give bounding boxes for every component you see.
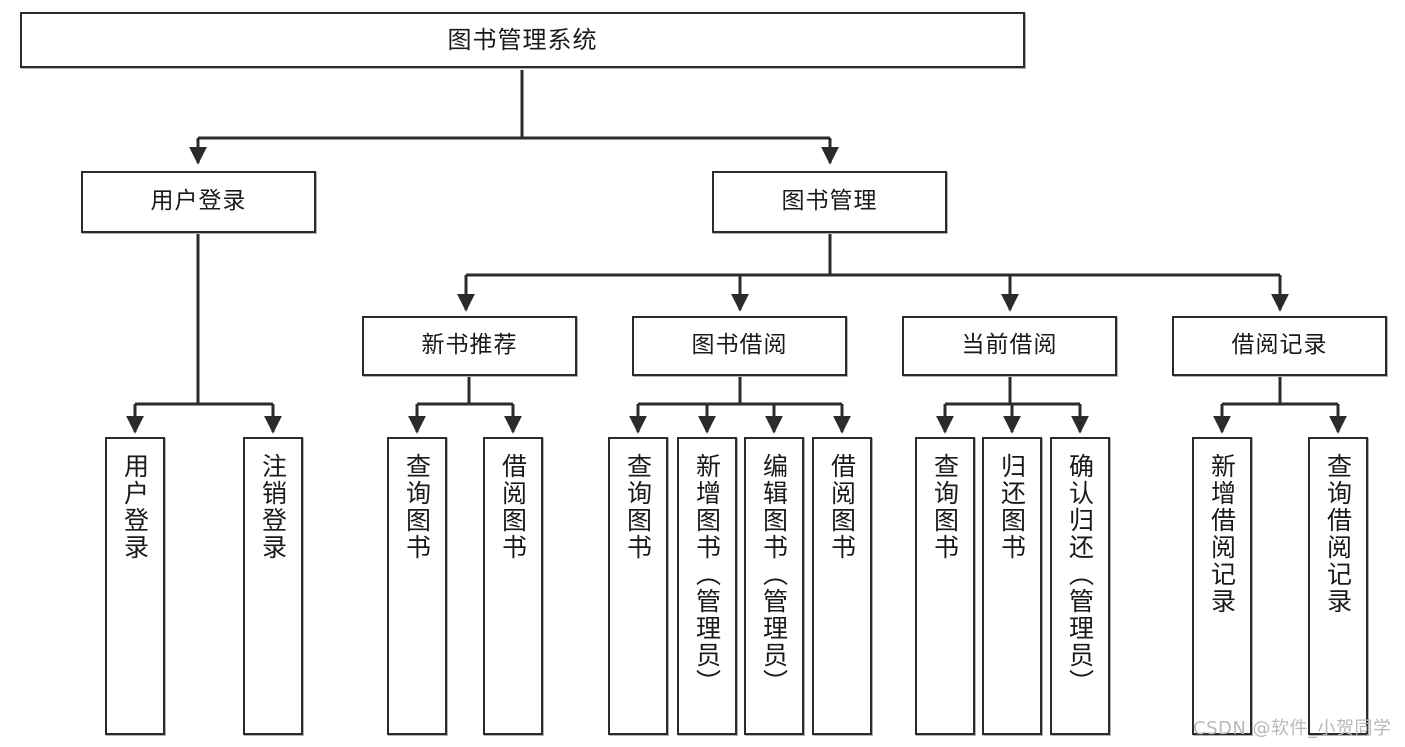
node-label: 查询图书 bbox=[402, 453, 432, 561]
node-book-manage[interactable]: 图书管理 bbox=[712, 171, 947, 233]
leaf-borrow-book-2[interactable]: 借阅图书 bbox=[812, 437, 872, 735]
leaf-query-book-2[interactable]: 查询图书 bbox=[608, 437, 668, 735]
node-label: 图书管理 bbox=[781, 188, 878, 215]
node-label: 注销登录 bbox=[258, 453, 288, 561]
node-label: 图书借阅 bbox=[691, 332, 788, 359]
node-label: 查询借阅记录 bbox=[1323, 453, 1353, 615]
leaf-query-book-1[interactable]: 查询图书 bbox=[387, 437, 447, 735]
leaf-query-record[interactable]: 查询借阅记录 bbox=[1308, 437, 1368, 735]
node-label: 新书推荐 bbox=[421, 332, 518, 359]
node-current-borrow[interactable]: 当前借阅 bbox=[902, 316, 1117, 376]
node-new-book-recommend[interactable]: 新书推荐 bbox=[362, 316, 577, 376]
node-label: 当前借阅 bbox=[961, 332, 1058, 359]
node-label: 确认归还（管理员） bbox=[1065, 453, 1095, 696]
node-label: 新增图书（管理员） bbox=[692, 453, 722, 696]
node-label: 借阅图书 bbox=[498, 453, 528, 561]
node-label: 查询图书 bbox=[623, 453, 653, 561]
leaf-add-book[interactable]: 新增图书（管理员） bbox=[677, 437, 737, 735]
node-label: 借阅图书 bbox=[827, 453, 857, 561]
leaf-add-record[interactable]: 新增借阅记录 bbox=[1192, 437, 1252, 735]
node-label: 借阅记录 bbox=[1231, 332, 1328, 359]
leaf-user-login[interactable]: 用户登录 bbox=[105, 437, 165, 735]
node-root-system[interactable]: 图书管理系统 bbox=[20, 12, 1025, 68]
node-label: 图书管理系统 bbox=[447, 25, 598, 54]
node-label: 查询图书 bbox=[930, 453, 960, 561]
leaf-borrow-book-1[interactable]: 借阅图书 bbox=[483, 437, 543, 735]
csdn-watermark: CSDN @软件_小贺同学 bbox=[1193, 718, 1392, 739]
node-book-borrow[interactable]: 图书借阅 bbox=[632, 316, 847, 376]
node-label: 编辑图书（管理员） bbox=[759, 453, 789, 696]
node-user-login[interactable]: 用户登录 bbox=[81, 171, 316, 233]
node-label: 归还图书 bbox=[997, 453, 1027, 561]
node-borrow-record[interactable]: 借阅记录 bbox=[1172, 316, 1387, 376]
node-label: 用户登录 bbox=[150, 188, 247, 215]
leaf-return-book[interactable]: 归还图书 bbox=[982, 437, 1042, 735]
node-label: 用户登录 bbox=[120, 453, 150, 561]
leaf-logout-login[interactable]: 注销登录 bbox=[243, 437, 303, 735]
node-label: 新增借阅记录 bbox=[1207, 453, 1237, 615]
leaf-query-book-3[interactable]: 查询图书 bbox=[915, 437, 975, 735]
leaf-edit-book[interactable]: 编辑图书（管理员） bbox=[744, 437, 804, 735]
leaf-confirm-return[interactable]: 确认归还（管理员） bbox=[1050, 437, 1110, 735]
